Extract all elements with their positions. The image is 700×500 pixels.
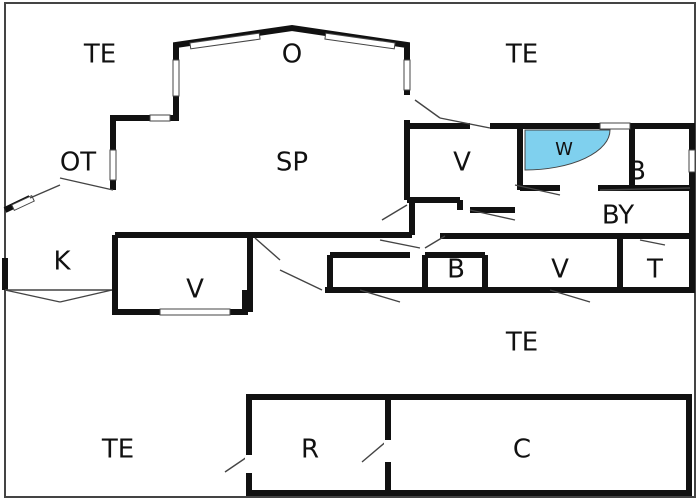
room-label-te-nw: TE — [83, 40, 116, 70]
outbuilding-openings — [245, 440, 393, 473]
room-label-by: BY — [602, 201, 634, 231]
room-label-k: K — [53, 247, 71, 277]
room-label-c: C — [513, 435, 531, 465]
room-label-v-bay: V — [186, 275, 204, 305]
room-label-t: T — [646, 255, 663, 285]
room-label-r: R — [301, 435, 319, 465]
room-label-o: O — [282, 40, 302, 70]
room-label-b-top: B — [628, 157, 646, 187]
room-label-v-mid: V — [551, 255, 569, 285]
room-label-sp: SP — [276, 148, 308, 178]
windows — [11, 32, 696, 316]
room-label-w: W — [555, 139, 573, 160]
plot-boundary — [4, 2, 696, 498]
room-label-te-ne: TE — [505, 40, 538, 70]
bath-fixture — [524, 129, 611, 171]
door-swings — [4, 99, 691, 473]
room-label-ot: OT — [60, 148, 96, 178]
room-label-te-sw: TE — [101, 435, 134, 465]
house-walls — [2, 24, 695, 315]
room-label-b-mid: B — [447, 255, 465, 285]
room-label-v-hall: V — [453, 148, 471, 178]
room-label-te-e: TE — [505, 328, 538, 358]
